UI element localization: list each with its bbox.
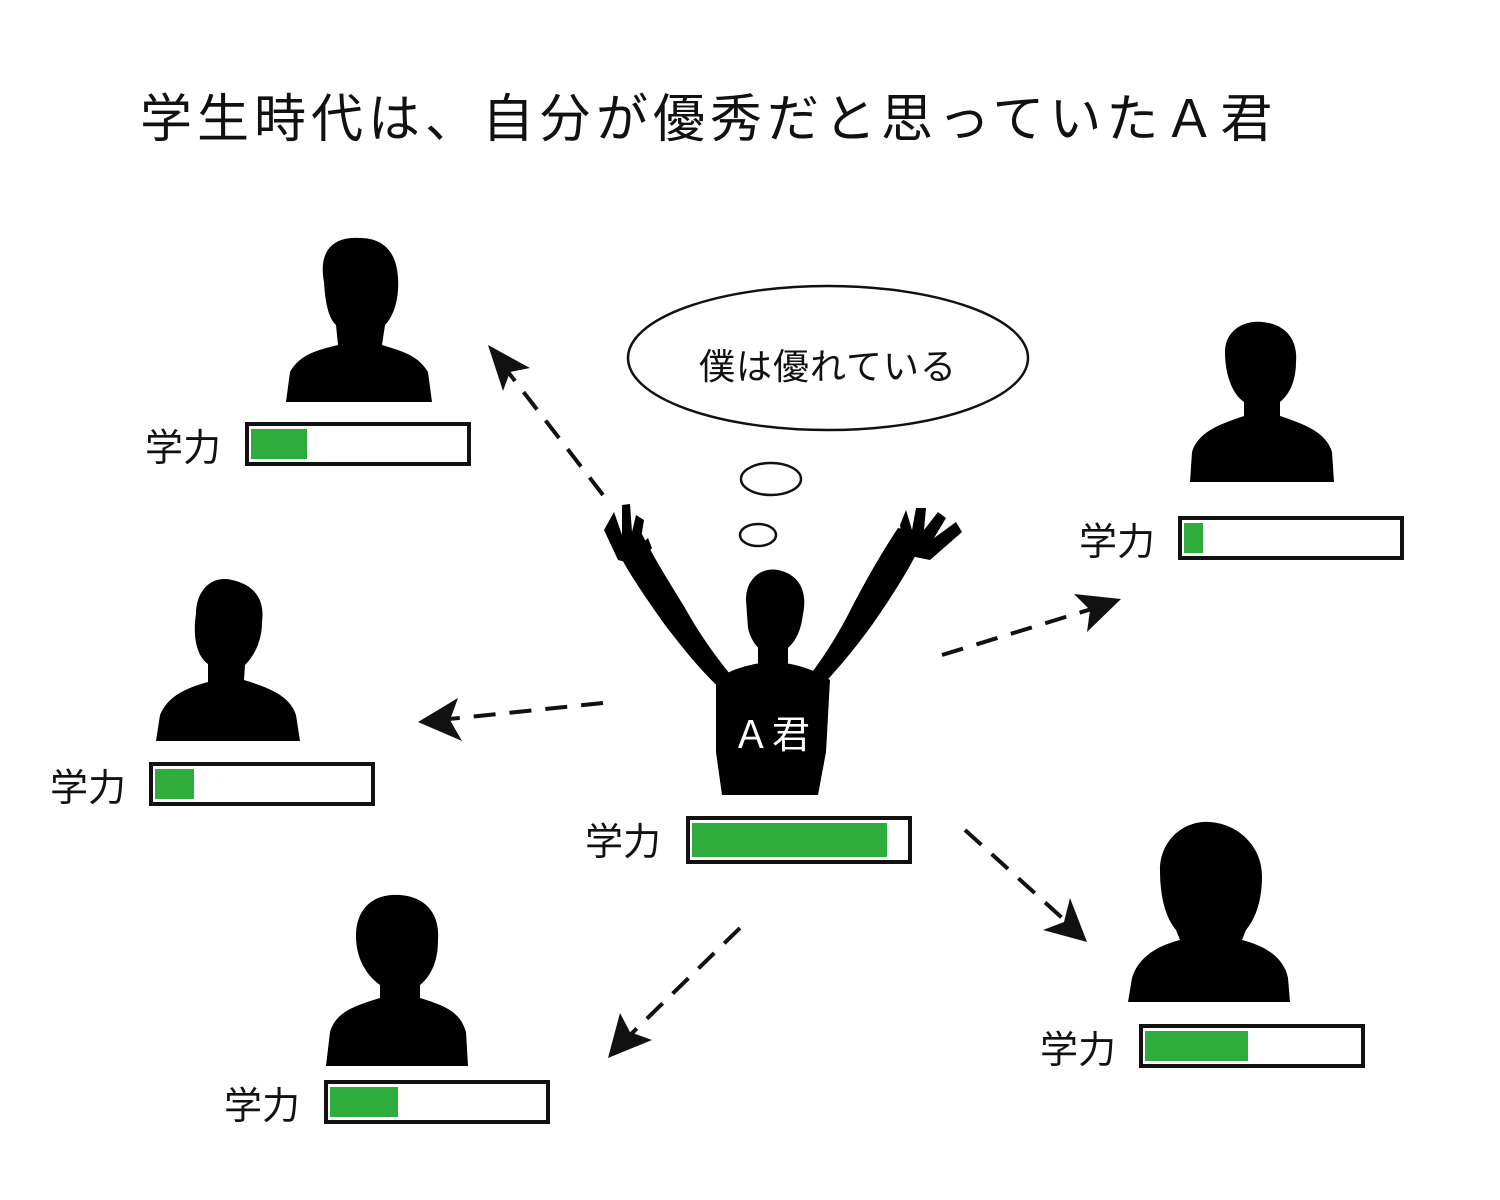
person-silhouette-icon	[286, 237, 432, 402]
ability-bar	[1139, 1024, 1365, 1068]
ability-label: 学力	[50, 766, 127, 810]
ability-bottom-right: 学力	[1040, 1024, 1370, 1076]
ability-label: 学力	[145, 426, 222, 470]
ability-bar-fill	[330, 1087, 398, 1117]
ability-bar-fill	[692, 823, 887, 857]
arrow-to-bottom-right	[963, 828, 1087, 942]
ability-main-person: 学力	[585, 816, 915, 868]
ability-bar-fill	[251, 429, 307, 459]
ability-middle-left: 学力	[50, 762, 380, 814]
thought-bubble-icon	[626, 284, 1030, 548]
thought-text: 僕は優れている	[699, 347, 957, 388]
ability-label: 学力	[1079, 520, 1156, 564]
person-silhouette-icon	[1190, 321, 1334, 482]
ability-bar-fill	[1145, 1031, 1248, 1061]
ability-bar	[245, 422, 471, 466]
arrow-to-middle-left	[418, 698, 604, 741]
person-silhouette-icon	[156, 579, 300, 741]
ability-bar	[686, 816, 912, 864]
ability-bar-fill	[155, 769, 194, 799]
ability-label: 学力	[1040, 1028, 1117, 1072]
ability-bottom-left: 学力	[224, 1080, 554, 1132]
ability-bar	[1178, 516, 1404, 560]
arrow-to-top-right	[941, 594, 1121, 657]
ability-label: 学力	[585, 820, 662, 864]
ability-bar	[149, 762, 375, 806]
page-title: 学生時代は、自分が優秀だと思っていたＡ君	[140, 90, 1278, 150]
ability-bar	[324, 1080, 550, 1124]
ability-top-left: 学力	[145, 422, 475, 474]
person-silhouette-icon	[326, 894, 468, 1066]
raised-arms-person-icon	[604, 504, 962, 795]
person-silhouette-icon	[1128, 821, 1290, 1002]
main-person-label: Ａ君	[732, 713, 813, 757]
ability-label: 学力	[224, 1084, 301, 1128]
arrow-to-bottom-left	[608, 926, 742, 1058]
ability-top-right: 学力	[1079, 516, 1409, 568]
ability-bar-fill	[1184, 523, 1203, 553]
arrow-to-top-left	[488, 345, 605, 497]
